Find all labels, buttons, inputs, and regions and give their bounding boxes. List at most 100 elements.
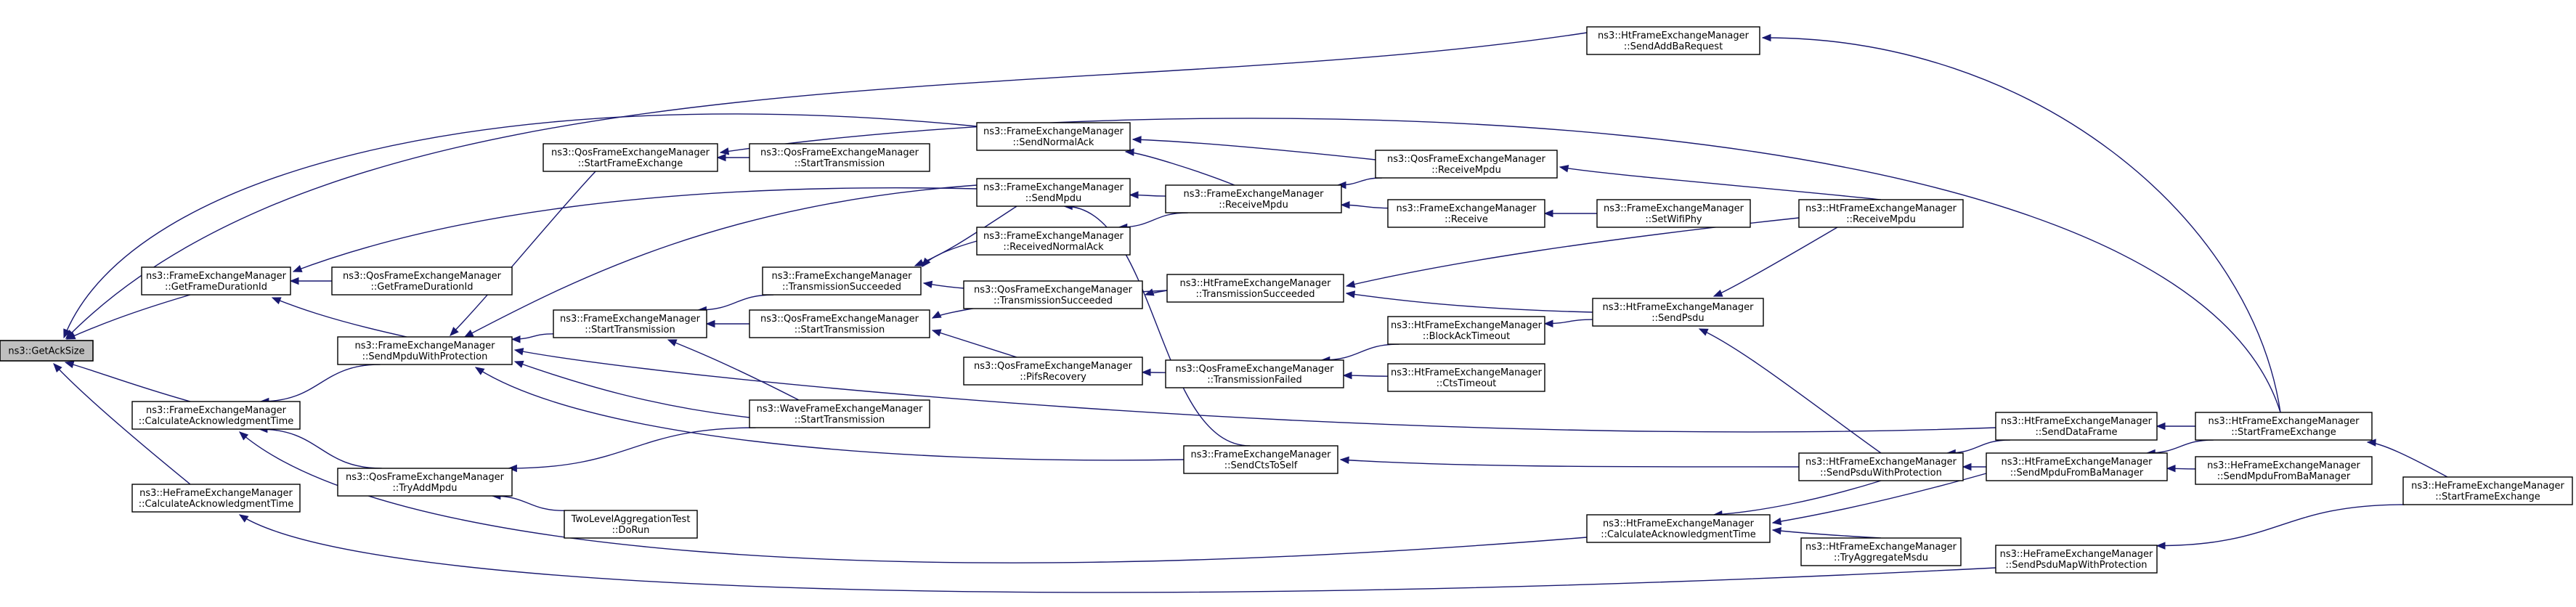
edge-line <box>1947 439 2010 454</box>
node-label: ns3::HtFrameExchangeManager <box>1603 518 1755 529</box>
arrowhead <box>667 339 678 347</box>
node-label: ::GetFrameDurationId <box>165 282 267 293</box>
arrowhead <box>914 258 925 266</box>
node-tam[interactable]: ns3::QosFrameExchangeManager::TryAddMpdu <box>337 468 513 497</box>
arrowhead <box>271 297 282 305</box>
node-label: ns3::HeFrameExchangeManager <box>2207 460 2360 471</box>
node-tla[interactable]: TwoLevelAggregationTest::DoRun <box>564 510 698 539</box>
arrowhead <box>513 348 524 356</box>
edge-rm_ht-to-spsdu <box>1712 227 1838 297</box>
node-ts_ht[interactable]: ns3::HtFrameExchangeManager::Transmissio… <box>1166 274 1344 303</box>
node-tams[interactable]: ns3::HtFrameExchangeManager::TryAggregat… <box>1800 537 1962 566</box>
edge-line <box>1559 166 1882 200</box>
edge-line <box>2147 439 2214 454</box>
edge-sna-to-getacksize <box>63 113 978 339</box>
arrowhead <box>1543 319 1553 327</box>
edge-line <box>720 118 2281 413</box>
edge-line <box>66 294 191 340</box>
node-box <box>976 178 1131 207</box>
node-tf_qos[interactable]: ns3::QosFrameExchangeManager::Transmissi… <box>1165 359 1344 388</box>
node-box <box>1592 298 1764 327</box>
edge-spmwp-to-caa_he <box>238 514 1996 593</box>
edge-line <box>2367 441 2448 478</box>
node-gfd_qos[interactable]: ns3::QosFrameExchangeManager::GetFrameDu… <box>331 266 513 296</box>
node-box <box>1387 363 1545 392</box>
arrowhead <box>1761 33 1771 42</box>
edge-recv-to-rm_fem <box>1340 201 1389 209</box>
node-label: ::SendMpduFromBaManager <box>2010 468 2144 478</box>
node-label: ::CalculateAcknowledgmentTime <box>139 416 294 427</box>
node-label: ns3::HtFrameExchangeManager <box>1805 203 1957 214</box>
node-box <box>1375 150 1558 179</box>
node-spmwp[interactable]: ns3::HeFrameExchangeManager::SendPsduMap… <box>1995 545 2158 574</box>
node-sdf[interactable]: ns3::HtFrameExchangeManager::SendDataFra… <box>1995 412 2158 441</box>
node-label: ns3::FrameExchangeManager <box>1604 203 1744 214</box>
node-box <box>331 266 513 296</box>
node-sabr[interactable]: ns3::HtFrameExchangeManager::SendAddBaRe… <box>1586 26 1760 55</box>
arrowhead <box>716 153 726 162</box>
node-pifs[interactable]: ns3::QosFrameExchangeManager::PifsRecove… <box>963 357 1143 386</box>
node-sfe_qos[interactable]: ns3::QosFrameExchangeManager::StartFrame… <box>543 143 718 172</box>
edge-line <box>1772 529 1882 539</box>
node-label: ns3::QosFrameExchangeManager <box>346 472 505 483</box>
node-gfd_fem[interactable]: ns3::FrameExchangeManager::GetFrameDurat… <box>141 266 291 296</box>
node-sfe_he[interactable]: ns3::HeFrameExchangeManager::StartFrameE… <box>2402 476 2573 505</box>
node-caa_fem[interactable]: ns3::FrameExchangeManager::CalculateAckn… <box>131 401 301 430</box>
edge-smwp-to-caa_fem <box>259 364 381 406</box>
node-smfbm_ht[interactable]: ns3::HtFrameExchangeManager::SendMpduFro… <box>1986 452 2168 481</box>
edge-line <box>667 339 800 401</box>
edge-line <box>259 428 382 469</box>
node-rna[interactable]: ns3::FrameExchangeManager::ReceivedNorma… <box>976 227 1131 256</box>
arrowhead <box>1712 289 1723 297</box>
node-st_fem[interactable]: ns3::FrameExchangeManager::StartTransmis… <box>553 309 707 338</box>
edge-line <box>1118 212 1188 228</box>
node-label: ::SendPsduMapWithProtection <box>2005 560 2147 571</box>
arrowhead <box>705 319 715 328</box>
node-ctst[interactable]: ns3::HtFrameExchangeManager::CtsTimeout <box>1387 363 1545 392</box>
node-rm_ht[interactable]: ns3::HtFrameExchangeManager::ReceiveMpdu <box>1798 199 1964 228</box>
node-caa_ht[interactable]: ns3::HtFrameExchangeManager::CalculateAc… <box>1586 514 1771 543</box>
edge-line <box>1321 343 1399 361</box>
node-smfbm_he[interactable]: ns3::HeFrameExchangeManager::SendMpduFro… <box>2195 456 2373 485</box>
node-ts_fem[interactable]: ns3::FrameExchangeManager::TransmissionS… <box>762 266 922 296</box>
node-sfe_ht[interactable]: ns3::HtFrameExchangeManager::StartFrameE… <box>2195 412 2373 441</box>
node-smpdu[interactable]: ns3::FrameExchangeManager::SendMpdu <box>976 178 1131 207</box>
node-label: ns3::GetAckSize <box>8 346 84 357</box>
node-scts[interactable]: ns3::FrameExchangeManager::SendCtsToSelf <box>1183 445 1338 474</box>
node-label: ns3::FrameExchangeManager <box>1396 203 1537 214</box>
node-spsdu[interactable]: ns3::HtFrameExchangeManager::SendPsdu <box>1592 298 1764 327</box>
node-st_qos_a[interactable]: ns3::QosFrameExchangeManager::StartTrans… <box>749 143 930 172</box>
arrowhead <box>2166 464 2176 473</box>
node-bat[interactable]: ns3::HtFrameExchangeManager::BlockAckTim… <box>1387 316 1545 345</box>
arrowhead <box>53 363 62 373</box>
node-spwp[interactable]: ns3::HtFrameExchangeManager::SendPsduWit… <box>1798 452 1964 481</box>
node-label: ::SendMpdu <box>1025 193 1081 204</box>
edge-caa_fem-to-getacksize <box>64 360 191 402</box>
node-label: ns3::HeFrameExchangeManager <box>2411 481 2564 492</box>
node-sna[interactable]: ns3::FrameExchangeManager::SendNormalAck <box>976 122 1131 151</box>
node-label: ns3::QosFrameExchangeManager <box>974 361 1133 372</box>
arrowhead <box>1141 368 1151 377</box>
node-ts_qos[interactable]: ns3::QosFrameExchangeManager::Transmissi… <box>963 280 1143 309</box>
node-getacksize[interactable]: ns3::GetAckSize <box>0 340 94 362</box>
node-label: ns3::HtFrameExchangeManager <box>2001 416 2153 427</box>
edge-spsdu-to-ts_ht <box>1345 290 1593 313</box>
node-box <box>1165 184 1342 213</box>
edge-tam-to-caa_fem <box>258 425 382 469</box>
node-box <box>337 468 513 497</box>
node-st_qos_b[interactable]: ns3::QosFrameExchangeManager::StartTrans… <box>749 309 930 338</box>
arrowhead <box>238 514 249 523</box>
node-label: ns3::FrameExchangeManager <box>771 271 912 282</box>
node-swp[interactable]: ns3::FrameExchangeManager::SetWifiPhy <box>1596 199 1751 228</box>
edge-line <box>464 184 978 338</box>
node-label: ns3::HtFrameExchangeManager <box>1391 320 1543 331</box>
arrowhead <box>1340 201 1350 209</box>
node-rm_fem[interactable]: ns3::FrameExchangeManager::ReceiveMpdu <box>1165 184 1342 213</box>
node-smwp[interactable]: ns3::FrameExchangeManager::SendMpduWithP… <box>337 336 513 365</box>
node-recv[interactable]: ns3::FrameExchangeManager::Receive <box>1387 199 1545 228</box>
node-label: ::SendPsdu <box>1651 313 1704 324</box>
node-wave_st[interactable]: ns3::WaveFrameExchangeManager::StartTran… <box>749 399 930 428</box>
node-caa_he[interactable]: ns3::HeFrameExchangeManager::CalculateAc… <box>131 484 301 513</box>
edge-tf_qos-to-pifs <box>1141 368 1166 377</box>
node-rm_qos[interactable]: ns3::QosFrameExchangeManager::ReceiveMpd… <box>1375 150 1558 179</box>
